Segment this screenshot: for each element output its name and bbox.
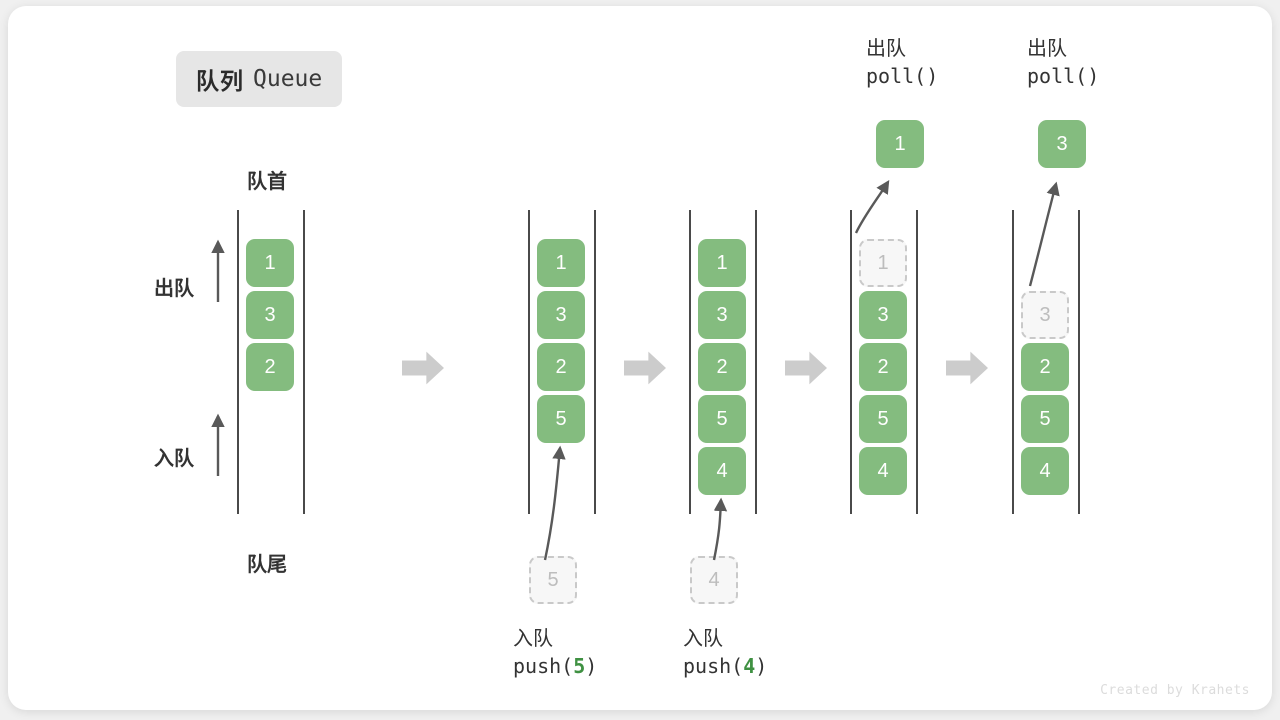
op-poll2-code: poll()	[1027, 64, 1100, 88]
diagram-card: 队列 Queue 队首 队尾 出队 入队 出队 poll() 出队 poll()…	[8, 6, 1272, 710]
popped-cell: 3	[1038, 120, 1086, 168]
queue-cell-solid: 3	[859, 291, 907, 339]
op-push5-cn: 入队	[513, 628, 553, 650]
queue-cell-ghost: 1	[859, 239, 907, 287]
popped-cell: 1	[876, 120, 924, 168]
poll-3-motion-arrow	[1028, 181, 1060, 287]
op-push5-fn-open: push(	[513, 654, 574, 678]
queue-cell-solid: 1	[698, 239, 746, 287]
push-5-motion-arrow	[543, 445, 566, 561]
incoming-ghost-cell: 4	[690, 556, 738, 604]
flow-arrow-1	[402, 351, 444, 385]
queue-cell-solid: 2	[1021, 343, 1069, 391]
op-caption-poll-2: 出队 poll()	[1027, 36, 1099, 90]
op-push5-code: push(5)	[513, 653, 597, 680]
op-push4-value: 4	[743, 654, 756, 678]
poll-1-motion-arrow	[854, 179, 890, 234]
queue-rail-right	[1078, 210, 1080, 514]
queue-cell-solid: 3	[246, 291, 294, 339]
queue-rail-right	[755, 210, 757, 514]
label-queue-head: 队首	[247, 171, 287, 193]
queue-cell-solid: 5	[537, 395, 585, 443]
queue-cell-solid: 4	[698, 447, 746, 495]
label-queue-tail: 队尾	[247, 554, 287, 576]
label-enqueue-direction: 入队	[154, 448, 194, 470]
op-push5-fn-close: )	[585, 654, 598, 678]
queue-cell-solid: 4	[1021, 447, 1069, 495]
queue-cell-solid: 5	[698, 395, 746, 443]
op-caption-push-5: 入队 push(5)	[513, 626, 597, 680]
arrow-overlay	[211, 179, 1060, 561]
op-push4-fn-close: )	[755, 654, 768, 678]
queue-rail-right	[303, 210, 305, 514]
op-push4-code: push(4)	[683, 653, 767, 680]
op-push4-fn-open: push(	[683, 654, 744, 678]
flow-arrow-4	[946, 351, 988, 385]
queue-cell-solid: 5	[859, 395, 907, 443]
queue-rail-left	[528, 210, 530, 514]
queue-cell-solid: 1	[537, 239, 585, 287]
op-push5-value: 5	[573, 654, 586, 678]
queue-rail-right	[916, 210, 918, 514]
title-cn: 队列	[196, 68, 244, 94]
push-4-motion-arrow	[712, 497, 728, 561]
queue-cell-solid: 2	[537, 343, 585, 391]
op-poll1-cn: 出队	[866, 38, 906, 60]
diagram-title-chip: 队列 Queue	[176, 51, 343, 107]
flow-arrow-3	[785, 351, 827, 385]
queue-cell-solid: 4	[859, 447, 907, 495]
diagram-stage: 队列 Queue 队首 队尾 出队 入队 出队 poll() 出队 poll()…	[8, 6, 1272, 710]
op-push4-cn: 入队	[683, 628, 723, 650]
flow-arrow-2	[624, 351, 666, 385]
title-en: Queue	[253, 66, 323, 92]
label-dequeue-direction: 出队	[154, 278, 194, 300]
op-poll2-cn: 出队	[1027, 38, 1067, 60]
queue-rail-left	[689, 210, 691, 514]
queue-cell-solid: 1	[246, 239, 294, 287]
queue-rail-right	[594, 210, 596, 514]
queue-cell-solid: 3	[698, 291, 746, 339]
queue-cell-solid: 2	[246, 343, 294, 391]
queue-cell-solid: 2	[859, 343, 907, 391]
queue-cell-solid: 2	[698, 343, 746, 391]
op-caption-push-4: 入队 push(4)	[683, 626, 767, 680]
queue-rail-left	[1012, 210, 1014, 514]
op-poll1-code: poll()	[866, 64, 939, 88]
incoming-ghost-cell: 5	[529, 556, 577, 604]
queue-cell-ghost: 3	[1021, 291, 1069, 339]
queue-rail-left	[237, 210, 239, 514]
queue-cell-solid: 5	[1021, 395, 1069, 443]
op-caption-poll-1: 出队 poll()	[866, 36, 938, 90]
queue-rail-left	[850, 210, 852, 514]
watermark: Created by Krahets	[1100, 683, 1250, 698]
queue-cell-solid: 3	[537, 291, 585, 339]
